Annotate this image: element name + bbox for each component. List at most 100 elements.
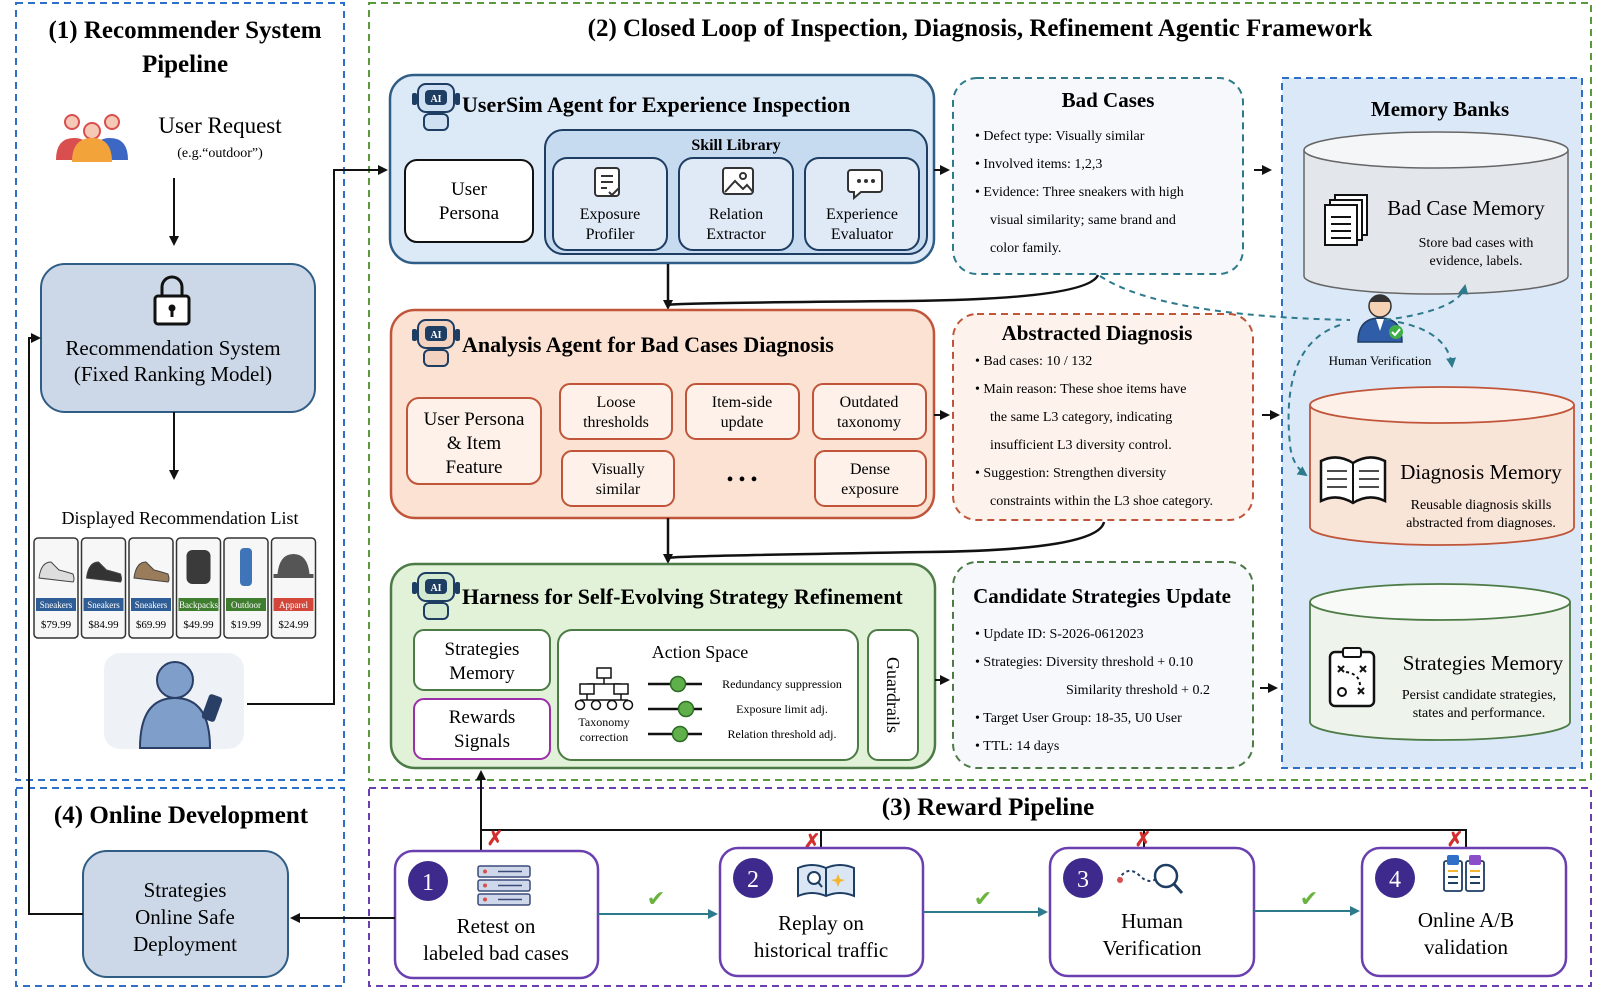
guardrails-label: Guardrails xyxy=(883,657,903,733)
diagnosis-memory-title: Diagnosis Memory xyxy=(1400,460,1562,484)
abstracted-diagnosis-title: Abstracted Diagnosis xyxy=(1002,321,1193,345)
strategies-memory-cylinder xyxy=(1309,583,1571,741)
rewards-signals-chip xyxy=(413,698,551,760)
skill-experience-evaluator-line1: Experience xyxy=(826,206,898,223)
book-icon xyxy=(797,864,855,898)
item-card[interactable]: Backpacks$49.99 xyxy=(175,537,222,639)
memory-banks-title: Memory Banks xyxy=(1371,97,1509,121)
user-request-label: User Request xyxy=(158,113,282,138)
strategies-memory-desc: Persist candidate strategies, xyxy=(1402,688,1556,703)
section-4-title: (4) Online Development xyxy=(54,802,309,829)
reward-step-4-label: validation xyxy=(1424,935,1508,959)
chat-bubble-icon xyxy=(847,169,883,201)
chip-loose-thresholds xyxy=(559,383,673,440)
bad-case-memory-cylinder xyxy=(1303,131,1569,295)
analysis-title: Analysis Agent for Bad Cases Diagnosis xyxy=(462,332,834,357)
rewards-signals-chip-line2: Signals xyxy=(454,731,510,752)
bad-cases-line: • Defect type: Visually similar xyxy=(975,129,1145,144)
rewards-signals-chip-line1: Rewards xyxy=(449,707,515,728)
skill-library-title: Skill Library xyxy=(691,137,780,154)
item-card-row: Sneakers$79.99Sneakers$84.99Sneakers$69.… xyxy=(33,537,317,639)
reject-mark: ✗ xyxy=(1447,829,1464,851)
strategy-clipboard-icon xyxy=(1328,647,1376,708)
action-slider xyxy=(648,725,702,743)
candidate-line: • Target User Group: 18-35, U0 User xyxy=(975,711,1182,726)
chip-loose-thresholds-line1: Loose xyxy=(596,394,635,411)
bad-case-memory-desc: evidence, labels. xyxy=(1430,254,1523,269)
deployment-label: Online Safe xyxy=(135,905,235,929)
item-card[interactable]: Sneakers$79.99 xyxy=(33,537,79,639)
product-image-icon xyxy=(240,548,252,586)
guardrails-box xyxy=(867,629,919,761)
item-card[interactable]: Sneakers$84.99 xyxy=(80,537,127,639)
diagnosis-line: • Bad cases: 10 / 132 xyxy=(975,354,1092,369)
item-card[interactable]: Apparel $24.99 xyxy=(270,537,317,639)
skill-exposure-profiler-line2: Profiler xyxy=(586,226,636,243)
harness-robot-icon: AI xyxy=(412,572,460,620)
user-persona-label-line1: User xyxy=(451,179,488,200)
open-book-icon xyxy=(1319,456,1387,505)
rec-system-title: Recommendation System xyxy=(65,336,280,360)
ab-test-icon xyxy=(1443,855,1485,892)
item-tag: Apparel xyxy=(279,600,308,610)
reward-step-2-badge xyxy=(733,858,773,898)
bad-cases-line: • Involved items: 1,2,3 xyxy=(975,157,1102,172)
strategies-memory-chip-line1: Strategies xyxy=(445,639,520,660)
reward-step-3-label: Human xyxy=(1121,909,1183,933)
chip-loose-thresholds-line2: thresholds xyxy=(583,414,649,431)
reward-step-4-label: Online A/B xyxy=(1418,908,1514,932)
item-card[interactable]: Sneakers$69.99 xyxy=(128,537,174,639)
diagnosis-memory-desc: abstracted from diagnoses. xyxy=(1406,516,1556,531)
reward-step-1-label: Retest on xyxy=(457,914,536,938)
skill-relation-extractor-line1: Relation xyxy=(709,206,763,223)
magnifier-path-icon xyxy=(1117,863,1184,894)
item-tag: Sneakers xyxy=(87,600,120,610)
abstracted-diagnosis-box xyxy=(952,313,1254,521)
image-icon xyxy=(722,167,754,195)
diagnosis-line: constraints within the L3 shoe category. xyxy=(990,494,1213,509)
chip-dense-exposure-line2: exposure xyxy=(841,481,899,498)
action-slider xyxy=(648,700,702,718)
chip-item-side-update-line2: update xyxy=(721,414,764,431)
taxonomy-label: correction xyxy=(580,730,629,744)
strategies-memory-title: Strategies Memory xyxy=(1403,651,1564,675)
skill-experience-evaluator-line2: Evaluator xyxy=(831,226,894,243)
skill-exposure-profiler-line1: Exposure xyxy=(580,206,640,223)
bad-cases-title: Bad Cases xyxy=(1062,88,1155,112)
item-tag: Sneakers xyxy=(40,600,73,610)
human-verification-label: Human Verification xyxy=(1329,353,1432,368)
chip-item-side-update xyxy=(685,383,800,440)
diagnosis-memory-desc: Reusable diagnosis skills xyxy=(1411,498,1552,513)
candidate-line: • TTL: 14 days xyxy=(975,739,1059,754)
persona-feature-line: User Persona xyxy=(424,409,525,430)
chip-visually-similar-line1: Visually xyxy=(591,461,644,478)
action-label: Relation threshold adj. xyxy=(728,727,837,741)
item-tag: Backpacks xyxy=(179,600,218,610)
product-image-icon xyxy=(273,554,314,578)
chip-item-side-update-line1: Item-side xyxy=(712,394,772,411)
product-image-icon xyxy=(38,561,75,583)
item-price: $19.99 xyxy=(231,619,262,631)
item-card[interactable]: Outdoor$19.99 xyxy=(223,537,269,639)
reward-step-3-number: 3 xyxy=(1077,867,1089,893)
strategies-memory-desc: states and performance. xyxy=(1413,706,1546,721)
item-price: $24.99 xyxy=(278,619,309,631)
chip-outdated-taxonomy-line1: Outdated xyxy=(840,394,899,411)
usersim-robot-icon: AI xyxy=(412,83,460,131)
diagnosis-line: the same L3 category, indicating xyxy=(990,410,1172,425)
diagnosis-line: • Suggestion: Strengthen diversity xyxy=(975,466,1166,481)
section-3-title: (3) Reward Pipeline xyxy=(882,794,1094,821)
reward-step-4-number: 4 xyxy=(1389,867,1401,893)
bad-case-memory-title: Bad Case Memory xyxy=(1387,196,1545,220)
chip-dense-exposure xyxy=(814,450,927,507)
lock-icon xyxy=(153,275,191,326)
skill-experience-evaluator xyxy=(804,157,920,251)
document-stack-icon xyxy=(1324,194,1368,246)
user-persona-box xyxy=(404,159,534,243)
candidate-line: • Strategies: Diversity threshold + 0.10 xyxy=(975,655,1193,670)
chip-outdated-taxonomy-line2: taxonomy xyxy=(837,414,901,431)
feedback-curve xyxy=(1099,275,1351,321)
diagnosis-line: insufficient L3 diversity control. xyxy=(990,438,1172,453)
recommendation-system-box xyxy=(40,263,316,413)
